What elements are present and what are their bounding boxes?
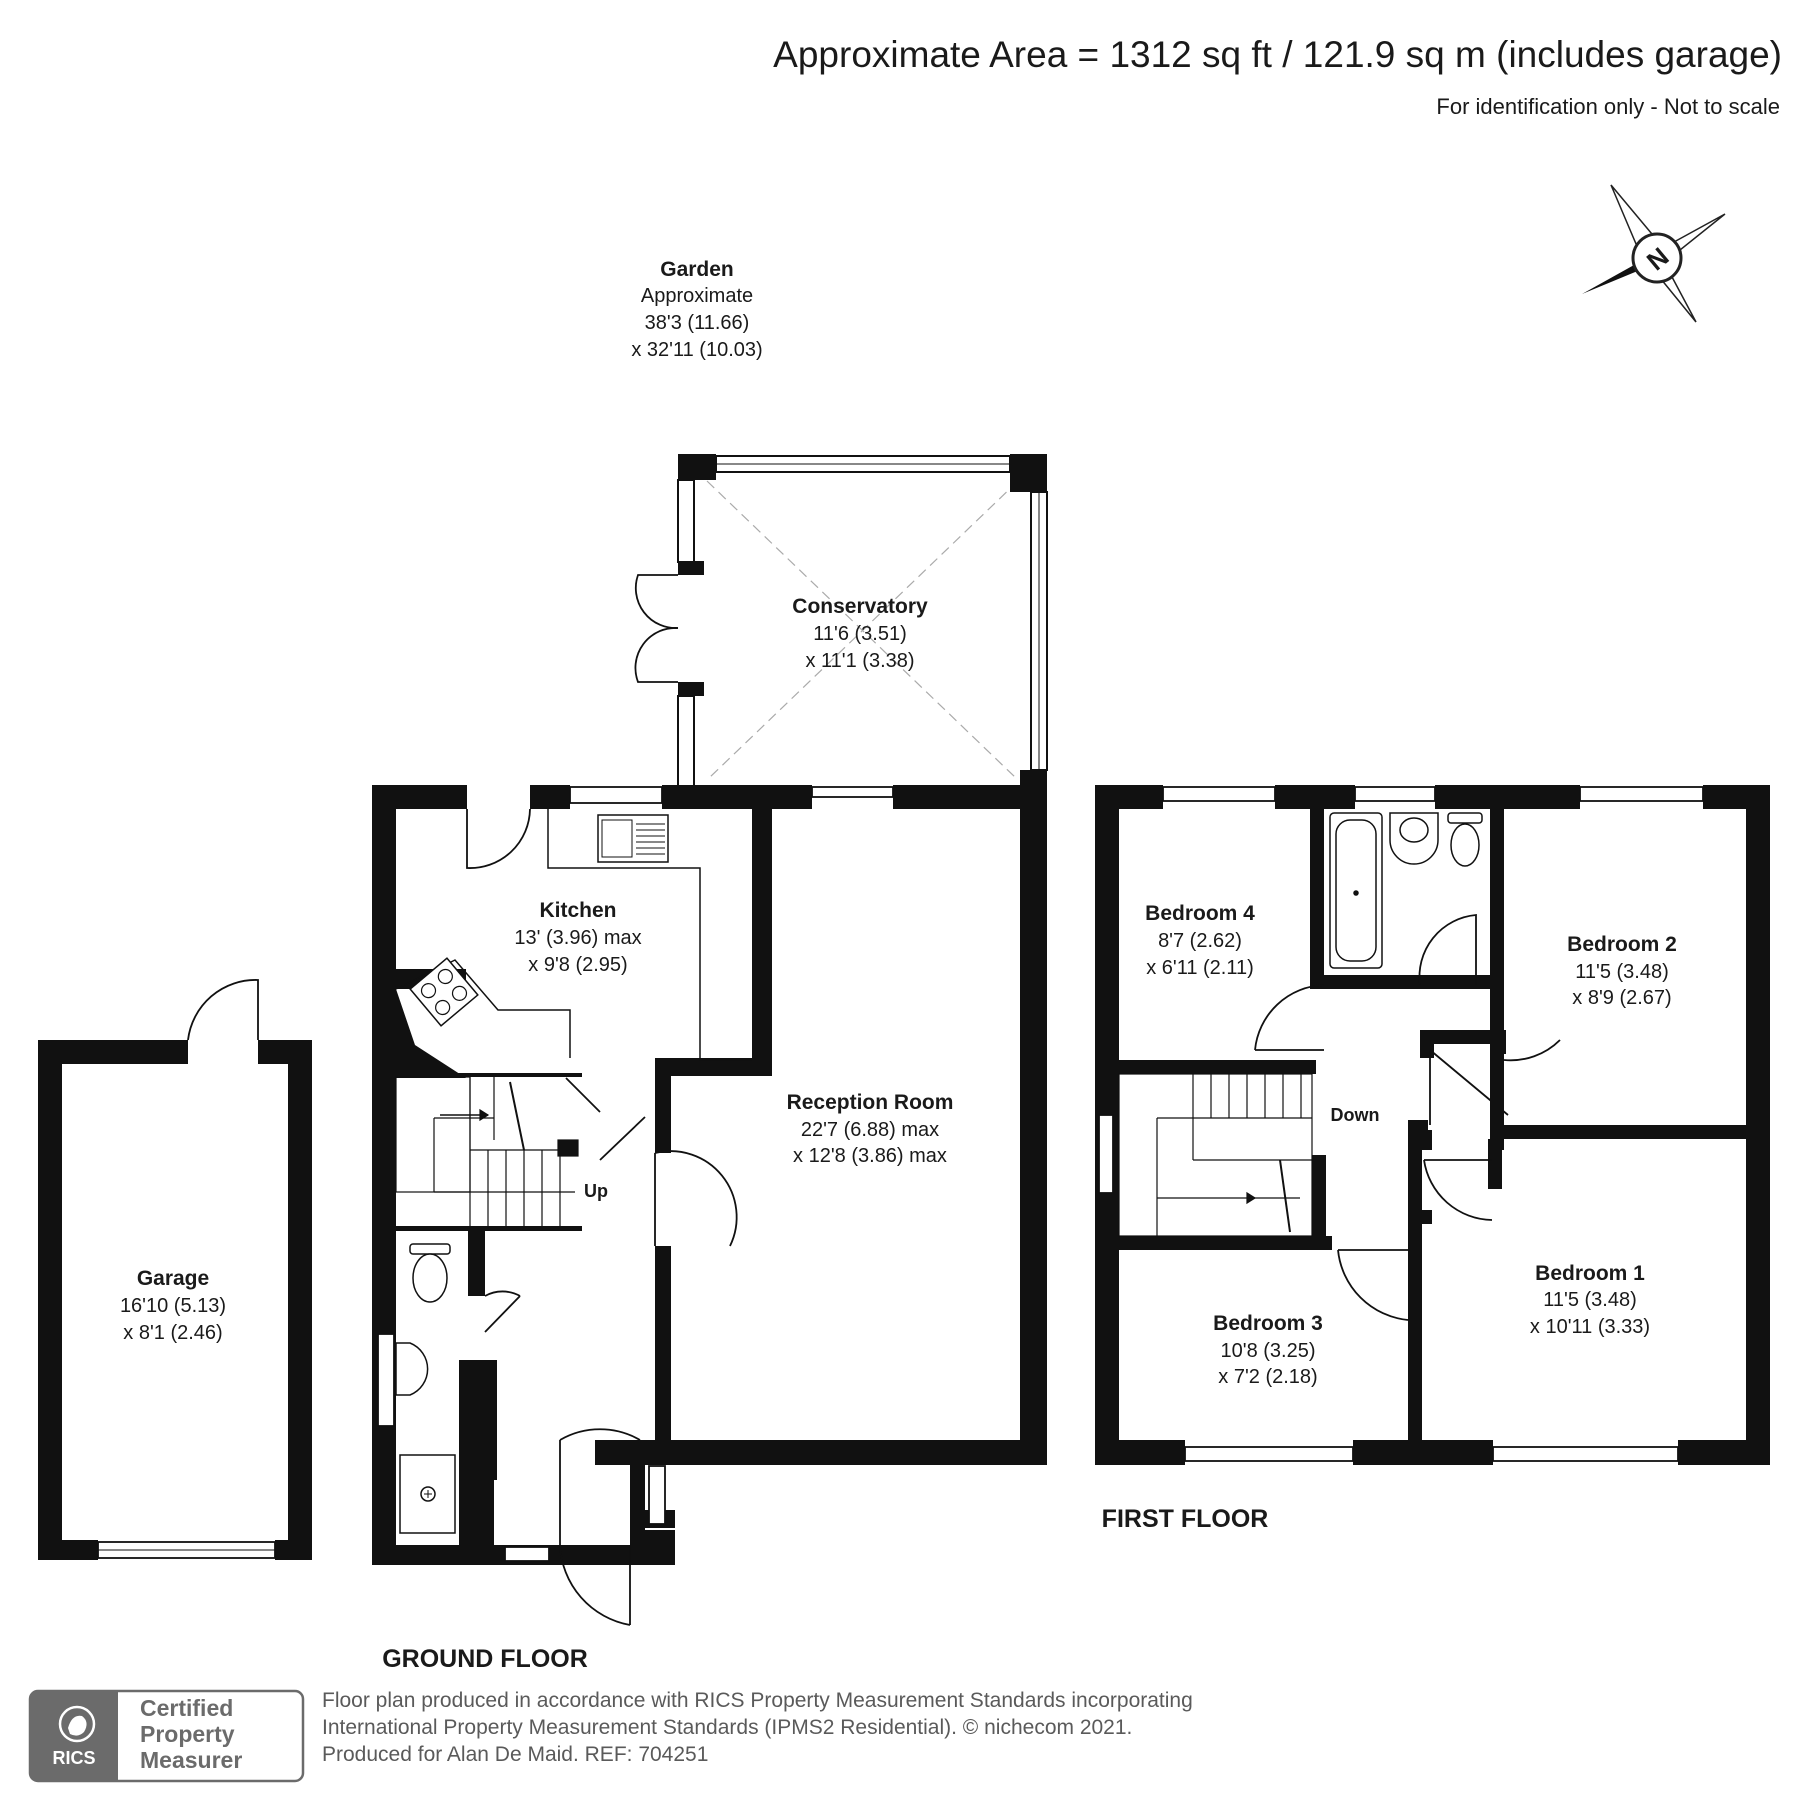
scale-disclaimer: For identification only - Not to scale: [1436, 94, 1780, 119]
bedroom-2: Bedroom 2 11'5 (3.48) x 8'9 (2.67): [1567, 933, 1677, 1009]
basin-icon: [395, 1342, 429, 1396]
first-floor-doors: [1254, 914, 1561, 1321]
badge-line2: Property: [140, 1721, 235, 1747]
ground-floor-label: GROUND FLOOR: [382, 1645, 588, 1673]
bedroom3-name: Bedroom 3: [1213, 1312, 1323, 1335]
ground-floor-walls: [38, 770, 1047, 1565]
bedroom3-dim2: x 7'2 (2.18): [1218, 1366, 1317, 1388]
ground-floor-stairs: Up: [395, 1076, 608, 1230]
badge-line1: Certified: [140, 1695, 233, 1721]
conservatory-name: Conservatory: [792, 595, 928, 618]
bedroom4-dim1: 8'7 (2.62): [1158, 930, 1242, 952]
bedroom-3: Bedroom 3 10'8 (3.25) x 7'2 (2.18): [1213, 1312, 1323, 1388]
bedroom2-dim1: 11'5 (3.48): [1575, 961, 1669, 983]
garden-line1: Approximate: [641, 285, 753, 307]
bedroom3-dim1: 10'8 (3.25): [1221, 1340, 1316, 1362]
kitchen-name: Kitchen: [539, 899, 616, 922]
toilet-cistern-icon: [409, 1243, 451, 1255]
bedroom4-name: Bedroom 4: [1145, 902, 1255, 925]
kitchen-dim1: 13' (3.96) max: [514, 927, 641, 949]
shower-room-fixtures: [395, 1243, 456, 1534]
bedroom1-dim2: x 10'11 (3.33): [1530, 1316, 1650, 1338]
compass-rose-icon: N: [1582, 184, 1726, 323]
sink-icon: [597, 814, 669, 863]
bathroom-toilet-icon: [1450, 823, 1480, 867]
bedroom-1: Bedroom 1 11'5 (3.48) x 10'11 (3.33): [1530, 1262, 1650, 1338]
footer-line2: International Property Measurement Stand…: [322, 1716, 1133, 1739]
garden-label: Garden Approximate 38'3 (11.66) x 32'11 …: [631, 258, 762, 361]
conservatory-room: Conservatory 11'6 (3.51) x 11'1 (3.38): [634, 454, 1048, 787]
kitchen-dim2: x 9'8 (2.95): [528, 954, 627, 976]
ground-floor-windows: [377, 786, 894, 1562]
conservatory-dim2: x 11'1 (3.38): [805, 650, 914, 672]
bedroom2-name: Bedroom 2: [1567, 933, 1677, 956]
first-floor-windows: [1098, 786, 1704, 1462]
badge-line3: Measurer: [140, 1747, 242, 1773]
footer-line1: Floor plan produced in accordance with R…: [322, 1689, 1193, 1712]
reception-room: Reception Room 22'7 (6.88) max x 12'8 (3…: [787, 1091, 954, 1167]
footer-line3: Produced for Alan De Maid. REF: 704251: [322, 1743, 709, 1766]
garage-dim2: x 8'1 (2.46): [123, 1322, 222, 1344]
conservatory-dim1: 11'6 (3.51): [813, 623, 907, 645]
garage-openings: [97, 979, 276, 1559]
approximate-area-title: Approximate Area = 1312 sq ft / 121.9 sq…: [773, 34, 1782, 75]
bathroom-fixtures: [1329, 812, 1483, 969]
rics-logo-text: RICS: [52, 1748, 95, 1768]
first-floor-label: FIRST FLOOR: [1102, 1505, 1269, 1533]
bedroom4-dim2: x 6'11 (2.11): [1146, 957, 1254, 979]
reception-name: Reception Room: [787, 1091, 954, 1114]
garden-line3: x 32'11 (10.03): [631, 339, 762, 361]
hob-icon: [409, 957, 479, 1027]
garage-room: Garage 16'10 (5.13) x 8'1 (2.46): [120, 1267, 226, 1344]
bedroom-4: Bedroom 4 8'7 (2.62) x 6'11 (2.11): [1145, 902, 1255, 979]
kitchen-fixtures: Kitchen 13' (3.96) max x 9'8 (2.95): [395, 809, 752, 1061]
garden-title: Garden: [660, 258, 734, 281]
toilet-icon: [412, 1253, 448, 1303]
garage-dim1: 16'10 (5.13): [120, 1295, 226, 1317]
garden-line2: 38'3 (11.66): [645, 312, 750, 334]
rics-lion-icon: [58, 1705, 96, 1743]
ground-floor-doors: [466, 808, 738, 1626]
rics-certified-badge: RICS Certified Property Measurer: [28, 1689, 305, 1783]
first-floor-stairs: Down: [1118, 1073, 1380, 1237]
bedroom2-dim2: x 8'9 (2.67): [1572, 987, 1671, 1009]
bedroom1-name: Bedroom 1: [1535, 1262, 1645, 1285]
reception-dim2: x 12'8 (3.86) max: [793, 1145, 947, 1167]
bedroom1-dim1: 11'5 (3.48): [1543, 1289, 1637, 1311]
first-floor-walls: [1095, 785, 1770, 1465]
garage-name: Garage: [137, 1267, 209, 1290]
stairs-down-label: Down: [1331, 1105, 1380, 1125]
stairs-up-label: Up: [584, 1181, 608, 1201]
reception-dim1: 22'7 (6.88) max: [801, 1119, 939, 1141]
